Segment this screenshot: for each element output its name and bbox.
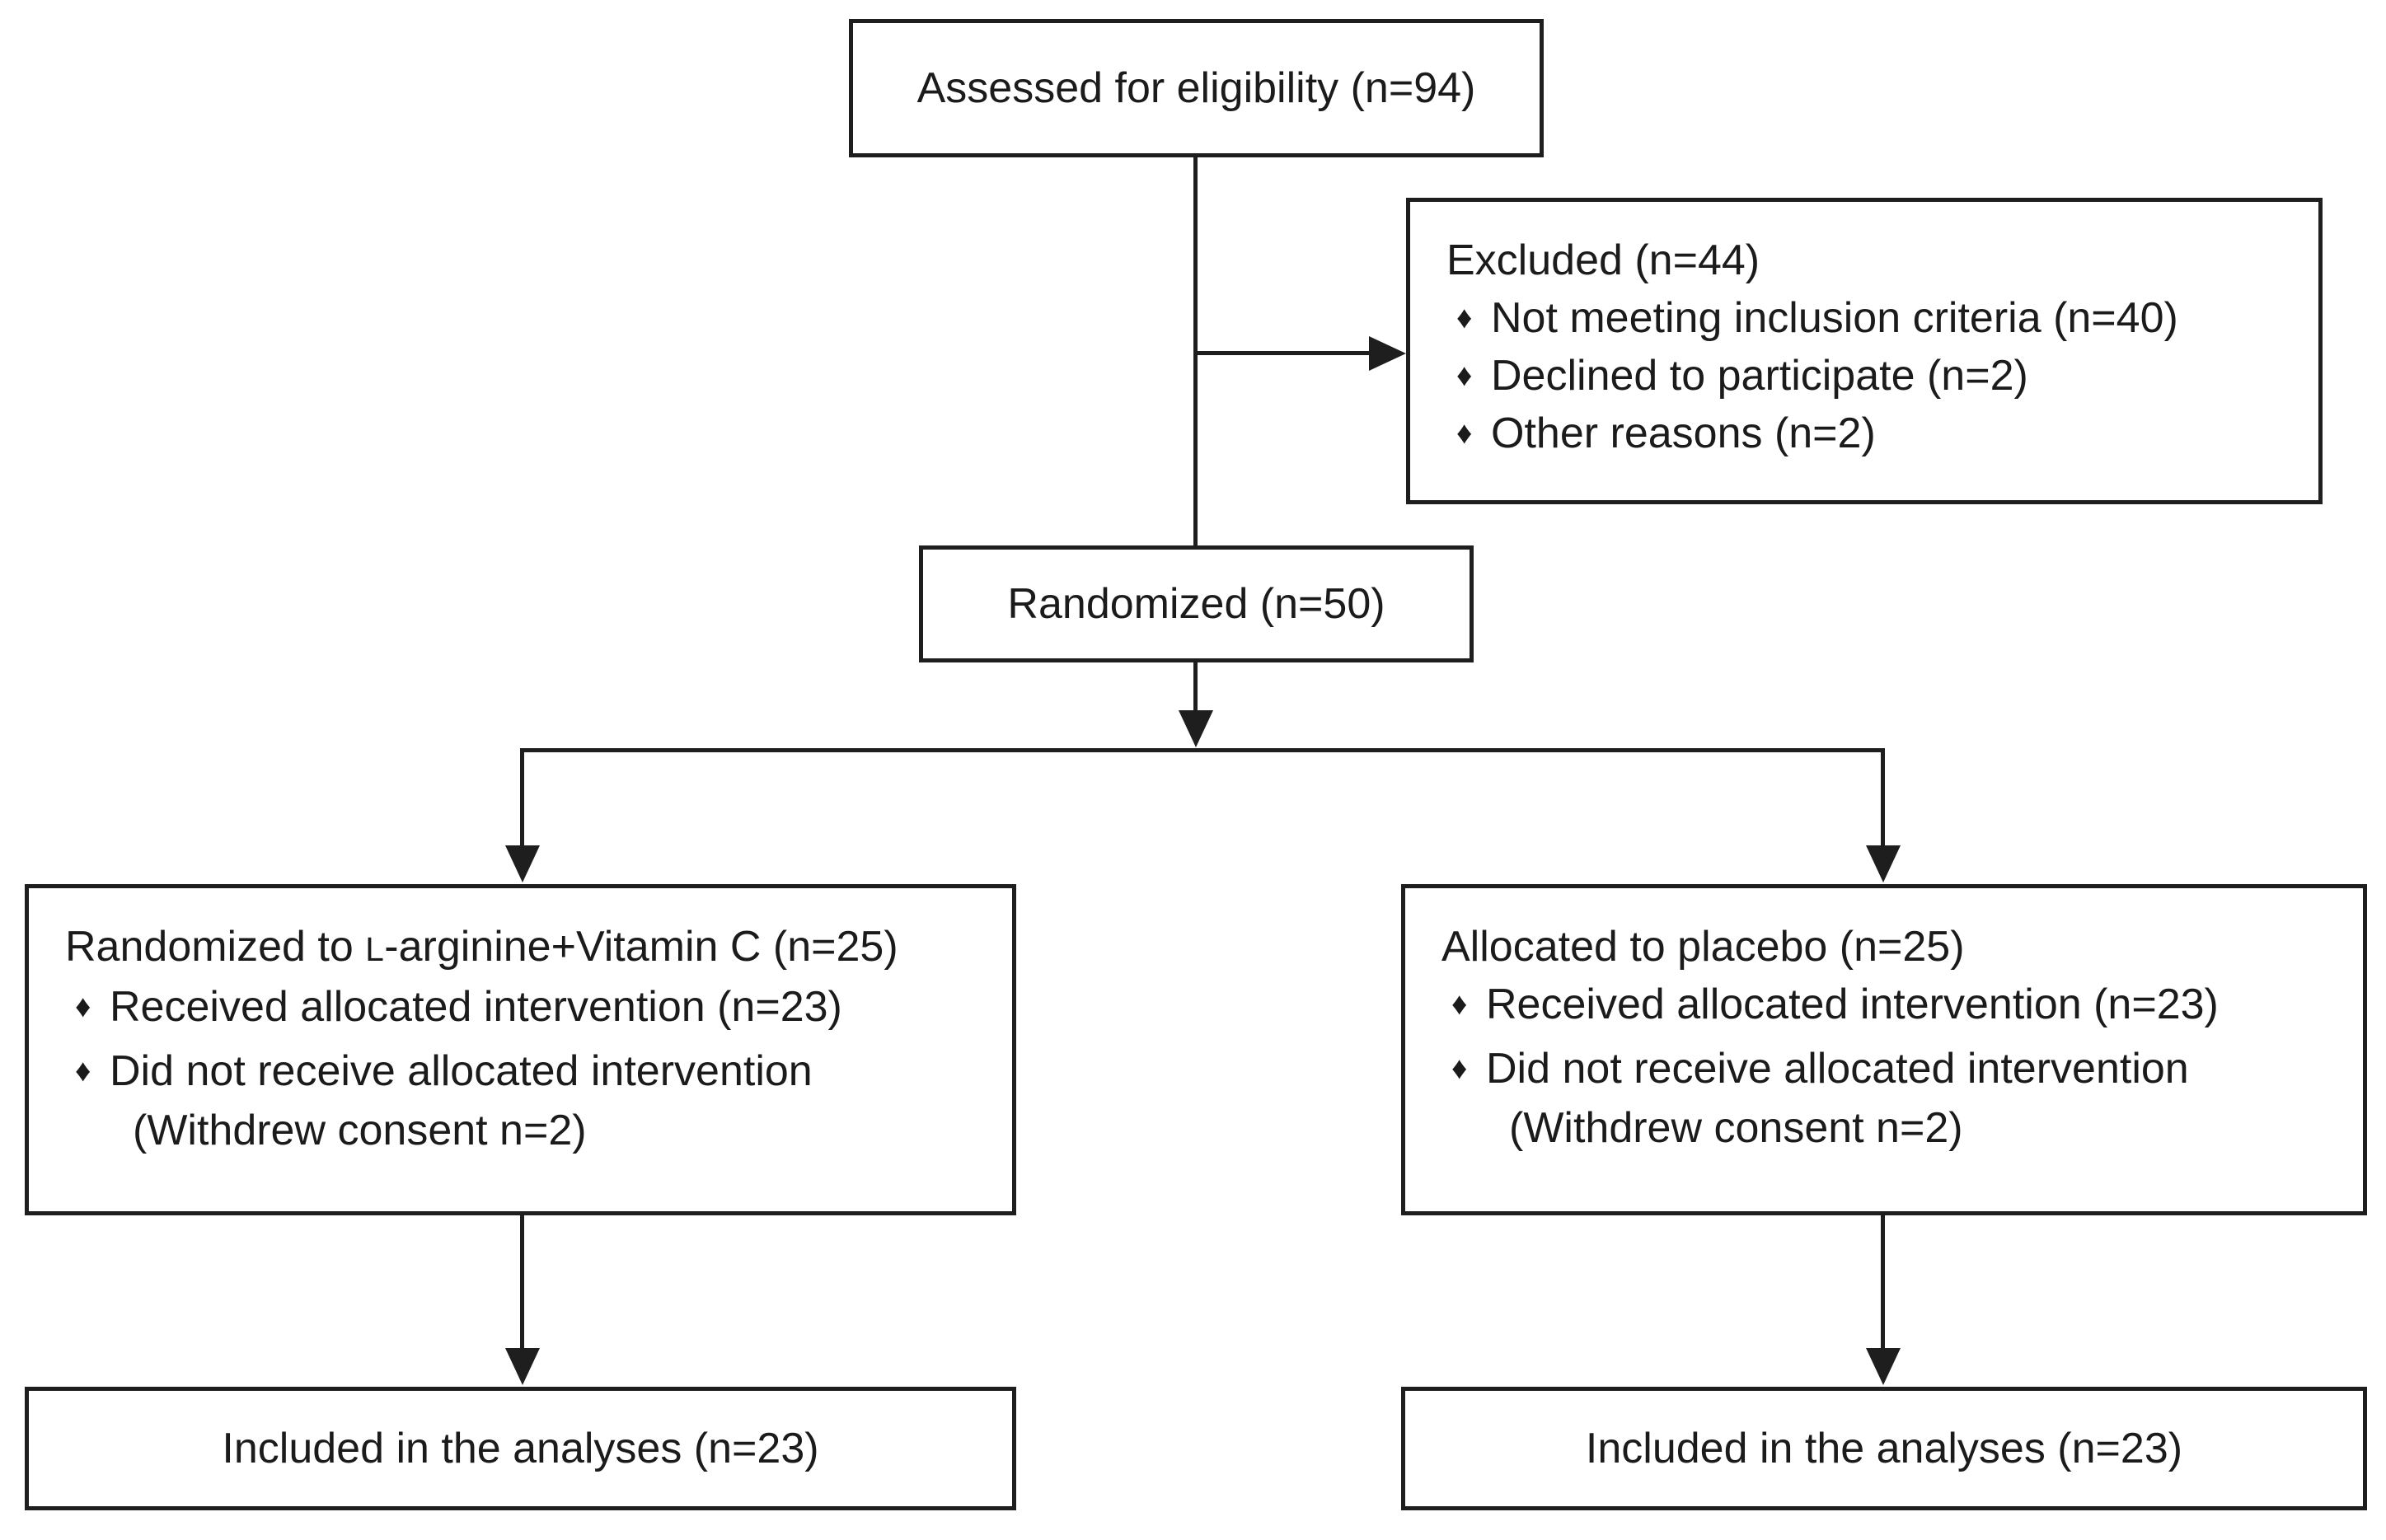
- excluded-bullet-item: ♦ Not meeting inclusion criteria (n=40): [1456, 293, 2289, 344]
- withdrew-consent-note: (Withdrew consent n=2): [133, 1107, 587, 1154]
- randomized-box: Randomized (n=50): [919, 545, 1474, 662]
- diamond-bullet-icon: ♦: [1456, 416, 1473, 451]
- allocation-bullet-label: Received allocated intervention (n=23): [1486, 981, 2219, 1028]
- allocation-arginine-title-smallcap: L: [365, 930, 385, 968]
- excluded-bullet-label: Not meeting inclusion criteria (n=40): [1491, 294, 2178, 342]
- arrowhead-arm-right-icon: [1866, 845, 1901, 882]
- diamond-bullet-icon: ♦: [1456, 301, 1473, 335]
- diamond-bullet-icon: ♦: [1451, 1051, 1468, 1086]
- connector-split-to-arm-left: [520, 748, 524, 849]
- allocation-placebo-title: Allocated to placebo (n=25): [1441, 923, 1965, 971]
- connector-split-to-arm-right: [1881, 748, 1885, 849]
- excluded-bullet-item: ♦ Other reasons (n=2): [1456, 408, 2289, 459]
- allocation-arginine-title-suffix: -arginine+Vitamin C (n=25): [384, 923, 898, 971]
- allocation-bullet-label: Did not receive allocated intervention: [110, 1047, 813, 1095]
- connector-randomized-to-split: [1193, 662, 1198, 713]
- arrowhead-analysis-right-icon: [1866, 1348, 1901, 1385]
- analysis-placebo-label: Included in the analyses (n=23): [1585, 1425, 2183, 1472]
- analysis-arginine-box: Included in the analyses (n=23): [25, 1387, 1016, 1510]
- diamond-bullet-icon: ♦: [75, 1054, 91, 1088]
- connector-arm-right-to-analysis: [1881, 1215, 1885, 1350]
- excluded-bullet-label: Other reasons (n=2): [1491, 410, 1876, 457]
- excluded-title: Excluded (n=44): [1446, 236, 1760, 284]
- arrowhead-arm-left-icon: [505, 845, 540, 882]
- randomized-label: Randomized (n=50): [1007, 580, 1385, 628]
- excluded-box: Excluded (n=44) ♦ Not meeting inclusion …: [1406, 198, 2323, 504]
- connector-arm-left-to-analysis: [520, 1215, 524, 1350]
- connector-to-excluded: [1196, 351, 1373, 355]
- allocation-arginine-title: Randomized to L-arginine+Vitamin C (n=25…: [65, 921, 982, 975]
- analysis-arginine-label: Included in the analyses (n=23): [222, 1425, 819, 1472]
- arrowhead-to-excluded-icon: [1369, 336, 1406, 371]
- analysis-placebo-box: Included in the analyses (n=23): [1401, 1387, 2367, 1510]
- allocation-placebo-box: Allocated to placebo (n=25) ♦ Received a…: [1401, 884, 2367, 1215]
- allocation-bullet-item: ♦ Did not receive allocated intervention: [75, 1046, 982, 1097]
- allocation-arginine-box: Randomized to L-arginine+Vitamin C (n=25…: [25, 884, 1016, 1215]
- assessed-label: Assessed for eligibility (n=94): [916, 64, 1476, 112]
- assessed-box: Assessed for eligibility (n=94): [849, 19, 1544, 157]
- allocation-bullet-label: Received allocated intervention (n=23): [110, 983, 842, 1031]
- excluded-bullet-item: ♦ Declined to participate (n=2): [1456, 350, 2289, 401]
- allocation-bullet-item: ♦ Received allocated intervention (n=23): [1451, 979, 2333, 1030]
- connector-assessed-to-randomized: [1193, 157, 1198, 545]
- withdrew-consent-note: (Withdrew consent n=2): [1509, 1104, 1963, 1152]
- allocation-bullet-item: ♦ Did not receive allocated intervention: [1451, 1043, 2333, 1094]
- arrowhead-randomized-to-split-icon: [1179, 710, 1213, 747]
- diamond-bullet-icon: ♦: [1456, 358, 1473, 393]
- allocation-bullet-label: Did not receive allocated intervention: [1486, 1045, 2189, 1093]
- allocation-arginine-title-prefix: Randomized to: [65, 923, 366, 971]
- diamond-bullet-icon: ♦: [1451, 987, 1468, 1022]
- diamond-bullet-icon: ♦: [75, 990, 91, 1024]
- arrowhead-analysis-left-icon: [505, 1348, 540, 1385]
- split-line: [520, 748, 1885, 752]
- allocation-bullet-item: ♦ Received allocated intervention (n=23): [75, 981, 982, 1032]
- excluded-bullet-label: Declined to participate (n=2): [1491, 352, 2028, 400]
